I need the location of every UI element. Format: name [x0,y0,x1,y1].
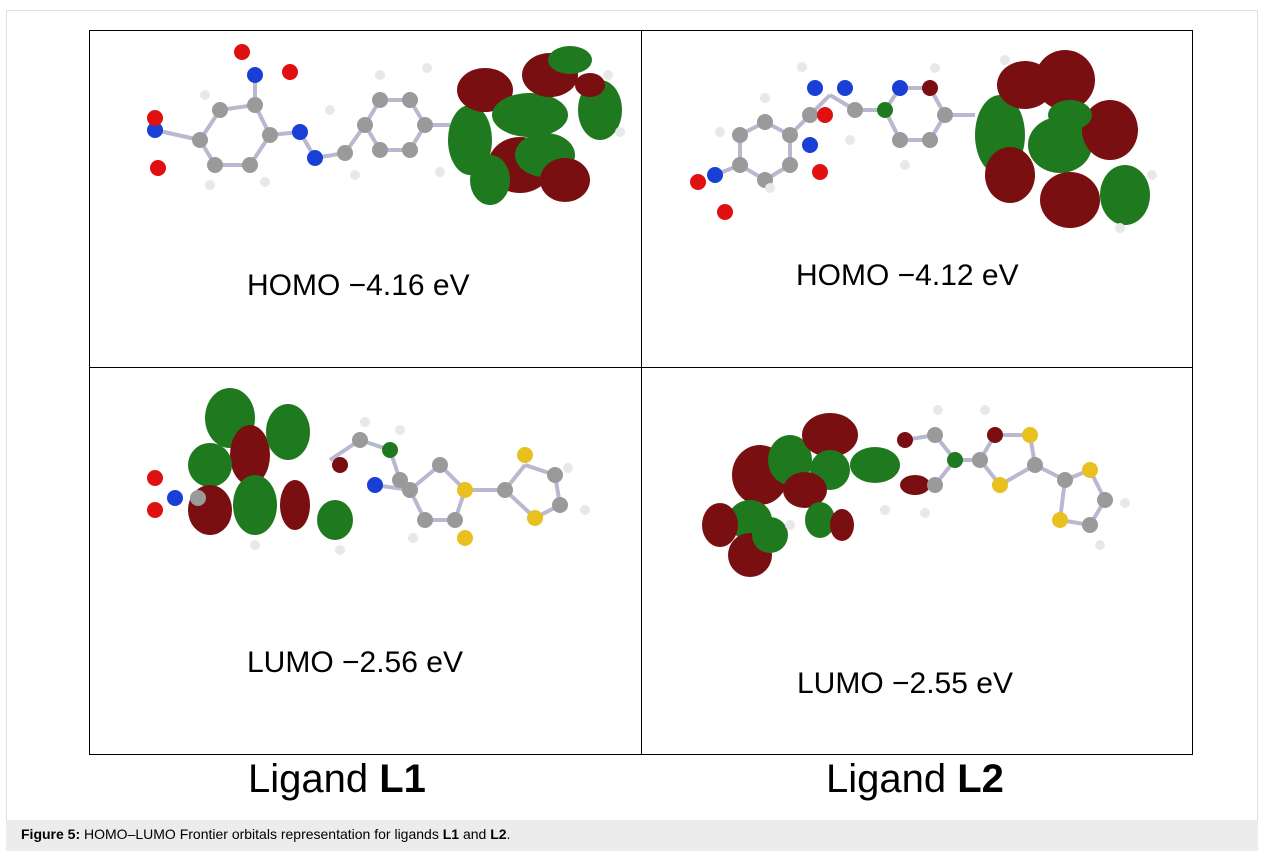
figure-number: Figure 5: [21,826,81,842]
ligand-prefix: Ligand [248,757,380,801]
ligand-name: L2 [957,757,1004,801]
ligand-label-l1: Ligand L1 [248,757,426,802]
grid-column-divider [641,30,642,755]
ligand-label-l2: Ligand L2 [826,757,1004,802]
grid-row-divider [89,367,1193,368]
molecule-l1-homo [147,44,625,205]
energy-label-l1-homo: HOMO −4.16 eV [247,269,470,302]
molecule-l1-lumo [147,388,590,555]
ligand-prefix: Ligand [826,757,958,801]
caption-text-2: and [459,826,491,842]
energy-label-l1-lumo: LUMO −2.56 eV [247,646,463,679]
caption-ref-l1: L1 [442,826,460,842]
figure-caption-bar: Figure 5: HOMO–LUMO Frontier orbitals re… [6,820,1258,851]
molecule-l2-homo [690,50,1157,233]
caption-text-1: HOMO–LUMO Frontier orbitals representati… [80,826,443,842]
caption-ref-l2: L2 [490,826,507,842]
ligand-name: L1 [379,757,426,801]
energy-label-l2-lumo: LUMO −2.55 eV [797,667,1013,700]
figure-caption: Figure 5: HOMO–LUMO Frontier orbitals re… [21,826,510,842]
caption-text-3: . [506,826,511,842]
molecule-l2-lumo [702,405,1130,577]
energy-label-l2-homo: HOMO −4.12 eV [796,259,1019,292]
